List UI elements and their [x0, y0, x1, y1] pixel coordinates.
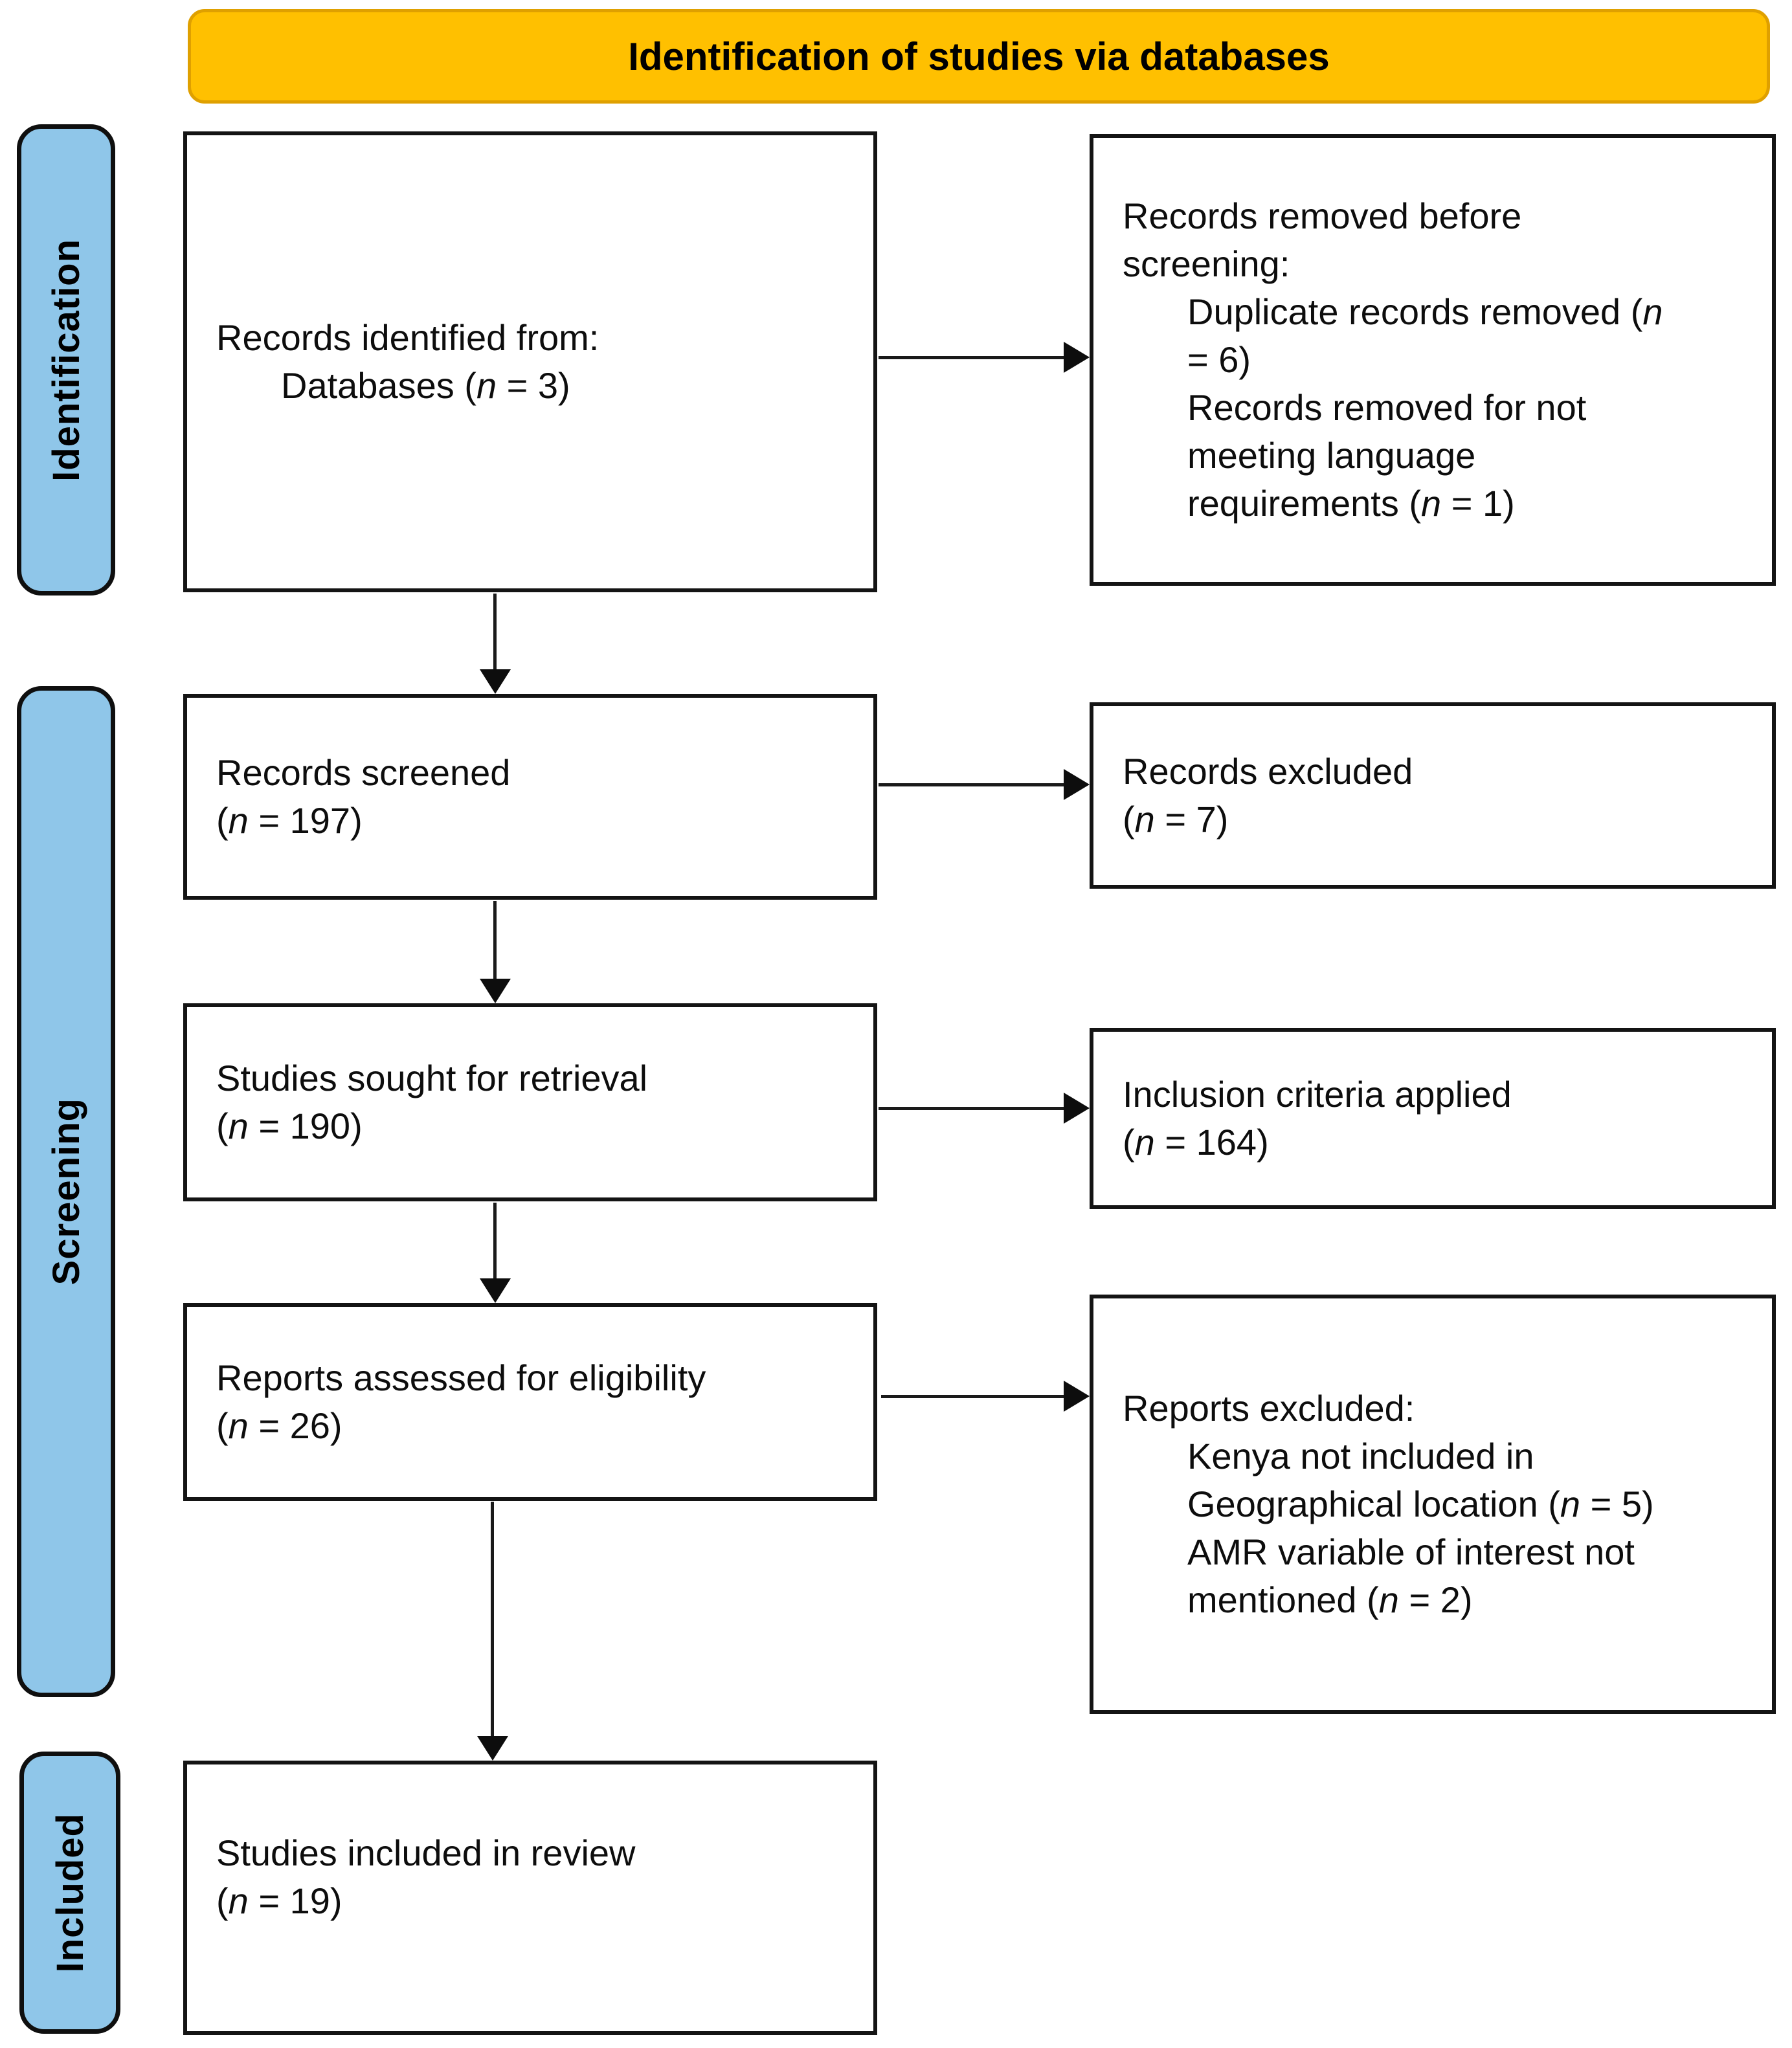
box-text-line: Records identified from:	[216, 317, 599, 358]
box-text-line: Duplicate records removed (n = 6)	[1187, 291, 1663, 380]
box-studies-included-in-review: Studies included in review (n = 19)	[183, 1761, 877, 2035]
box-text-line: (n = 190)	[216, 1106, 363, 1146]
arrow-screened-to-excluded	[879, 769, 1090, 800]
box-text-line: Inclusion criteria applied	[1123, 1074, 1512, 1115]
box-reports-excluded: Reports excluded: Kenya not included in G…	[1090, 1295, 1776, 1714]
arrow-shaft	[493, 901, 497, 981]
box-text-line: Kenya not included in Geographical locat…	[1187, 1436, 1654, 1524]
box-inclusion-criteria-applied: Inclusion criteria applied (n = 164)	[1090, 1028, 1776, 1209]
box-text-line: Studies sought for retrieval	[216, 1058, 648, 1098]
box-records-screened: Records screened (n = 197)	[183, 694, 877, 900]
arrow-shaft	[491, 1502, 494, 1739]
box-text-line: (n = 19)	[216, 1880, 342, 1921]
arrow-identified-to-screened	[478, 594, 512, 694]
arrow-shaft	[879, 783, 1066, 786]
box-text-line: Studies included in review	[216, 1832, 636, 1873]
arrow-head-icon	[1064, 769, 1090, 800]
arrow-head-icon	[480, 979, 511, 1003]
arrow-head-icon	[1064, 1381, 1090, 1412]
arrow-head-icon	[1064, 342, 1090, 373]
arrow-head-icon	[1064, 1093, 1090, 1124]
box-text-line: (n = 26)	[216, 1405, 342, 1446]
box-text-line: Records screened	[216, 752, 511, 793]
stage-included-label: Included	[49, 1812, 91, 1973]
box-reports-assessed-for-eligibility: Reports assessed for eligibility (n = 26)	[183, 1303, 877, 1501]
box-text-line: Records removed before screening:	[1123, 195, 1522, 284]
box-text-line: Records excluded	[1123, 751, 1413, 792]
box-text-line: Databases (n = 3)	[281, 365, 570, 406]
stage-identification: Identification	[17, 124, 115, 595]
stage-screening-label: Screening	[45, 1098, 87, 1286]
arrow-shaft	[879, 356, 1066, 359]
arrow-shaft	[879, 1107, 1066, 1110]
box-text-line: (n = 7)	[1123, 799, 1229, 840]
box-studies-sought-for-retrieval: Studies sought for retrieval (n = 190)	[183, 1003, 877, 1201]
arrow-head-icon	[480, 1278, 511, 1303]
box-text-line: Reports excluded:	[1123, 1388, 1415, 1429]
stage-included: Included	[19, 1752, 120, 2034]
arrow-assessed-to-included	[476, 1502, 510, 1761]
box-text-line: Reports assessed for eligibility	[216, 1357, 706, 1398]
box-records-identified: Records identified from: Databases (n = 3…	[183, 131, 877, 592]
box-records-excluded: Records excluded (n = 7)	[1090, 702, 1776, 889]
stage-screening: Screening	[17, 686, 115, 1697]
arrow-shaft	[493, 594, 497, 672]
box-text-line: AMR variable of interest not mentioned (…	[1187, 1531, 1635, 1620]
arrow-screened-to-sought	[478, 901, 512, 1003]
arrow-head-icon	[480, 669, 511, 694]
box-text-line: (n = 164)	[1123, 1122, 1269, 1163]
arrow-sought-to-inclusion	[879, 1093, 1090, 1124]
stage-identification-label: Identification	[45, 238, 87, 482]
box-text-line: Records removed for not meeting language…	[1187, 387, 1587, 524]
box-records-removed-before-screening: Records removed before screening:Duplica…	[1090, 134, 1776, 586]
banner-identification-of-studies: Identification of studies via databases	[188, 9, 1770, 104]
arrow-shaft	[493, 1203, 497, 1281]
arrow-sought-to-assessed	[478, 1203, 512, 1303]
box-text-line: (n = 197)	[216, 800, 363, 841]
arrow-identified-to-removed	[879, 342, 1090, 373]
arrow-head-icon	[477, 1736, 508, 1761]
arrow-assessed-to-reports-excluded	[881, 1381, 1090, 1412]
arrow-shaft	[881, 1395, 1066, 1398]
